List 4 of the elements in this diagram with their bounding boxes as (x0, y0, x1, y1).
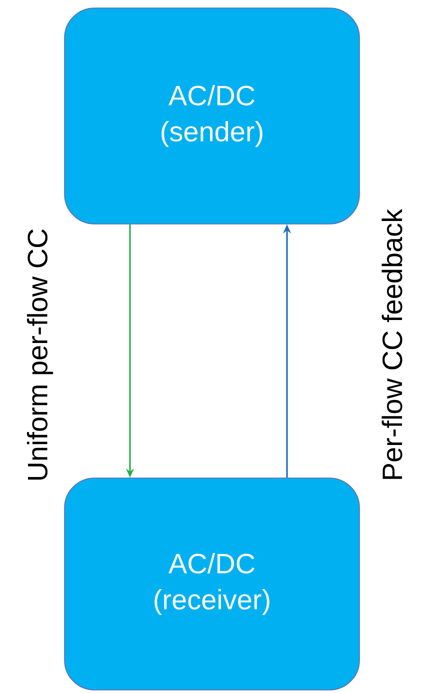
edge-label: Per-flow CC feedback (380, 208, 404, 482)
edge-label: Uniform per-flow CC (26, 227, 54, 483)
process-box: AC/DC (receiver) (64, 478, 360, 690)
process-box: AC/DC (sender) (64, 8, 360, 224)
